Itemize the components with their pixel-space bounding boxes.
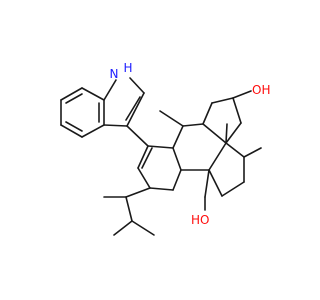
hydroxyl-label-right: OH (252, 83, 270, 97)
nitrogen-hydrogen-label: H (123, 61, 132, 75)
hydroxyl-label-bottom: HO (191, 213, 209, 227)
molecule-structure-canvas: N H OH HO (60, 61, 270, 236)
oh-right-bond (232, 90, 252, 99)
alkyl-substituents (103, 110, 228, 236)
nitrogen-label: N (110, 67, 119, 81)
indole-nh-group: N H (110, 61, 133, 81)
indole-pyrrole-ring (103, 77, 145, 127)
core-ring-system (137, 97, 262, 198)
indole-core-bond (126, 125, 149, 147)
indole-benzene-ring (60, 87, 105, 138)
